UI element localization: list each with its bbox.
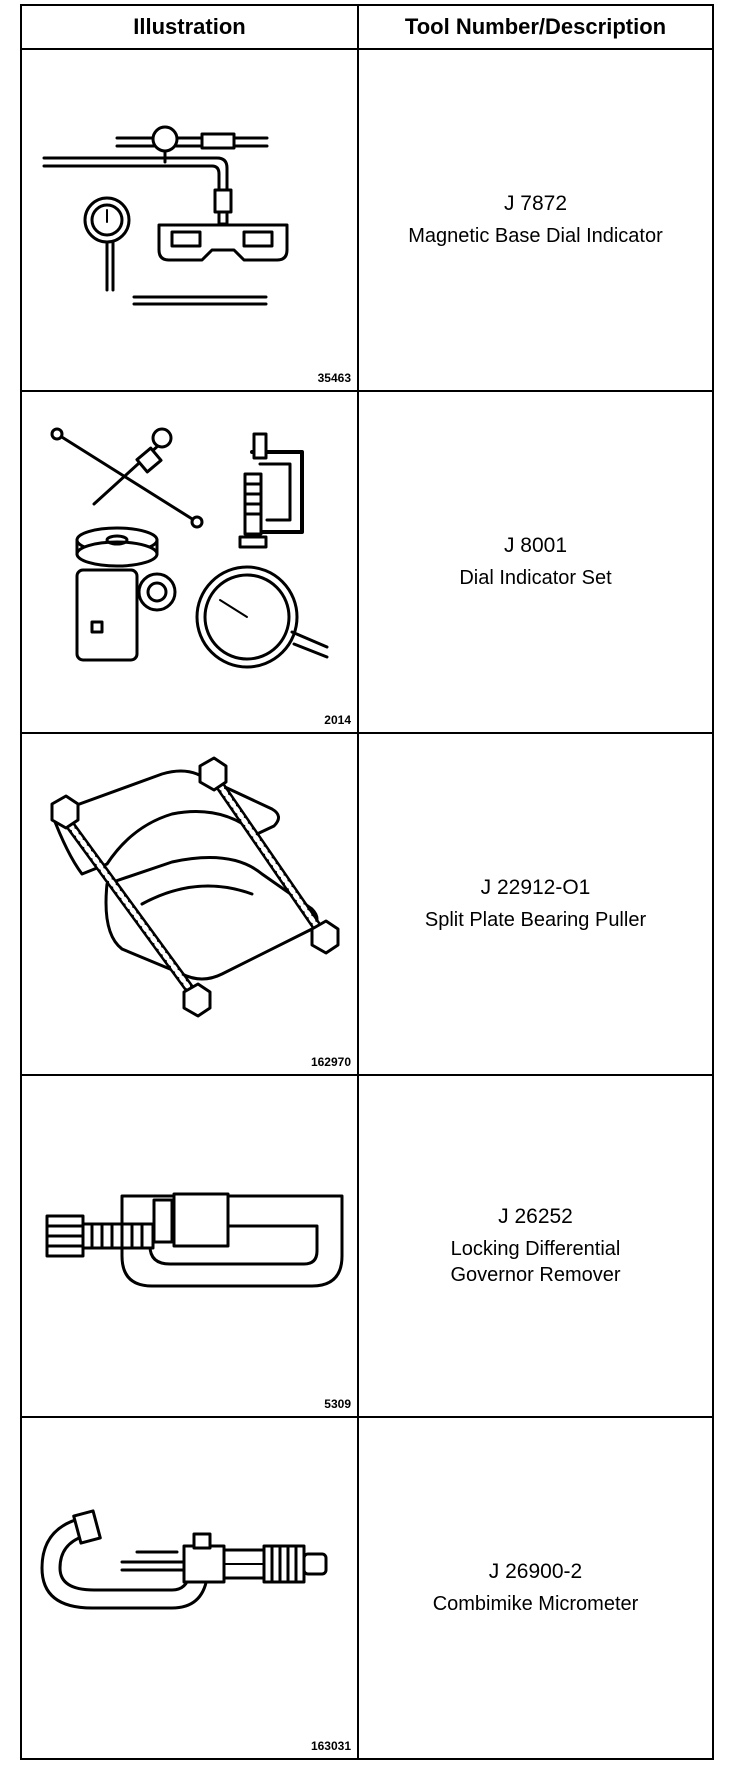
tool-description: Magnetic Base Dial Indicator <box>408 225 663 247</box>
tool-cell: J 22912-O1 Split Plate Bearing Puller <box>357 732 714 1076</box>
tool-number: J 7872 <box>503 192 568 215</box>
illustration-cell: 5309 <box>20 1074 359 1418</box>
table-row: 162970 J 22912-O1 Split Plate Bearing Pu… <box>20 732 714 1076</box>
illustration-cell: 2014 <box>20 390 359 734</box>
tool-description: Locking Differential Governor Remover <box>450 1238 621 1286</box>
tool-description: Split Plate Bearing Puller <box>424 909 647 931</box>
illustration-cell: 162970 <box>20 732 359 1076</box>
special-tools-table: Illustration Tool Number/Description <box>20 4 714 1760</box>
tool-cell: J 26900-2 Combimike Micrometer <box>357 1416 714 1760</box>
tool-cell: J 7872 Magnetic Base Dial Indicator <box>357 48 714 392</box>
table-row: 5309 J 26252 Locking Differential Govern… <box>20 1074 714 1418</box>
split-plate-bearing-puller-icon <box>50 756 340 1018</box>
dial-indicator-set-icon <box>50 427 329 669</box>
table-row: 2014 J 8001 Dial Indicator Set <box>20 390 714 734</box>
tool-number: J 22912-O1 <box>480 876 591 899</box>
tool-description: Combimike Micrometer <box>432 1593 639 1615</box>
tool-cell: J 8001 Dial Indicator Set <box>357 390 714 734</box>
illustration-header: Illustration <box>20 4 359 50</box>
tool-number: J 26252 <box>498 1205 573 1228</box>
table-row: 35463 J 7872 Magnetic Base Dial Indicato… <box>20 48 714 392</box>
figure-number: 5309 <box>324 1397 351 1411</box>
figure-number: 2014 <box>324 713 351 727</box>
tool-header: Tool Number/Description <box>357 4 714 50</box>
governor-remover-icon <box>45 1192 344 1288</box>
tool-number: J 26900-2 <box>488 1560 583 1583</box>
tool-cell: J 26252 Locking Differential Governor Re… <box>357 1074 714 1418</box>
table-row: 163031 J 26900-2 Combimike Micrometer <box>20 1416 714 1760</box>
figure-number: 162970 <box>310 1055 351 1069</box>
tool-description: Dial Indicator Set <box>459 567 612 589</box>
header-row: Illustration Tool Number/Description <box>20 4 714 50</box>
illustration-cell: 163031 <box>20 1416 359 1760</box>
figure-number: 163031 <box>310 1739 351 1753</box>
micrometer-icon <box>40 1509 328 1610</box>
figure-number: 35463 <box>317 371 351 385</box>
tool-number: J 8001 <box>503 534 568 557</box>
magnetic-base-dial-indicator-icon <box>42 125 289 306</box>
illustration-cell: 35463 <box>20 48 359 392</box>
